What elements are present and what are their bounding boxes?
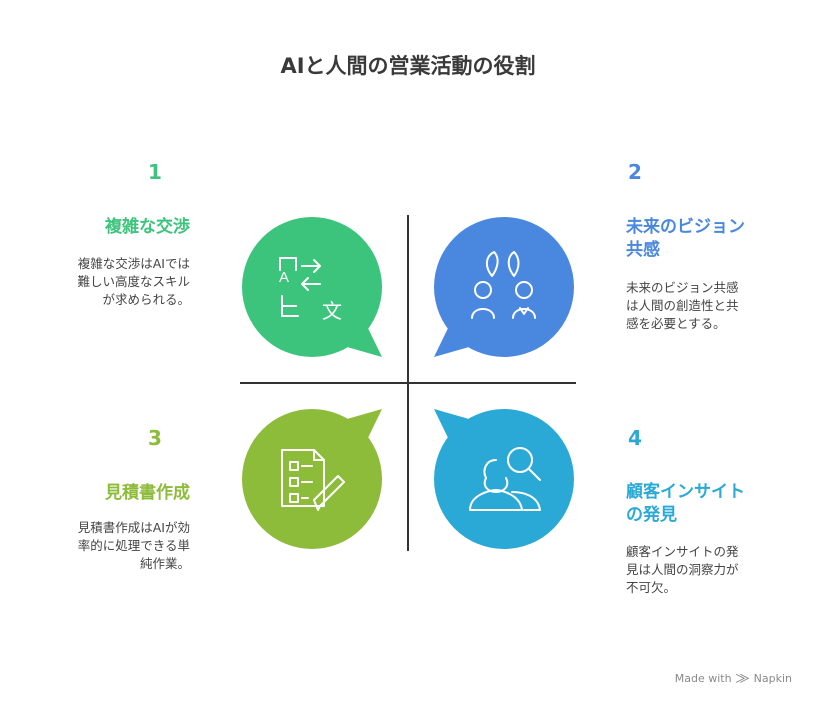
quadrant-2-title-line: 未来のビジョン (626, 217, 745, 237)
quadrant-4-title-line: 顧客インサイト (626, 482, 745, 502)
quadrant-1-title: 複雑な交渉 (40, 216, 190, 239)
quadrant-1-desc-line: が求められる。 (102, 292, 190, 307)
quadrant-1-desc-line: 難しい高度なスキル (77, 274, 190, 289)
document-edit-icon (281, 449, 345, 511)
quadrant-1-desc-line: 複雑な交渉はAIでは (77, 256, 190, 271)
people-search-icon (469, 447, 541, 511)
quadrant-2-desc-line: 感を必要とする。 (626, 316, 726, 331)
quadrant-3-title-line: 見積書作成 (105, 483, 190, 503)
diagram-title: AIと人間の営業活動の役割 (280, 54, 536, 78)
quadrant-4-title: 顧客インサイト の発見 (626, 481, 796, 527)
made-with-label: Made with (674, 672, 732, 685)
quadrant-3-title: 見積書作成 (40, 482, 190, 505)
quadrant-2-tail (434, 322, 476, 357)
quadrant-4-title-line: の発見 (626, 505, 677, 525)
quadrant-1-bubble: A 文 (242, 217, 382, 357)
quadrant-1-number: 1 (148, 160, 162, 184)
quadrant-3-description: 見積書作成はAIが効 率的に処理できる単 純作業。 (30, 519, 190, 573)
translate-icon: A 文 (279, 257, 342, 323)
quadrant-4-bubble (434, 409, 574, 549)
quadrant-2-desc-line: は人間の創造性と共 (626, 298, 739, 313)
quadrant-2-desc-line: 未来のビジョン共感 (626, 280, 739, 295)
napkin-brand: Napkin (753, 672, 792, 685)
quadrant-3-bubble (242, 409, 382, 549)
quadrant-2-circle (434, 217, 574, 357)
horizontal-axis (240, 382, 576, 384)
quadrant-1-tail (340, 322, 382, 357)
quadrant-3-circle (242, 409, 382, 549)
quadrant-4-circle (434, 409, 574, 549)
quadrant-4-description: 顧客インサイトの発 見は人間の洞察力が 不可欠。 (626, 543, 796, 597)
quadrant-2-description: 未来のビジョン共感 は人間の創造性と共 感を必要とする。 (626, 279, 796, 333)
quadrant-1-circle (242, 217, 382, 357)
quadrant-4-desc-line: 見は人間の洞察力が (626, 562, 739, 577)
quadrant-3-desc-line: 純作業。 (139, 556, 190, 571)
quadrant-4-desc-line: 顧客インサイトの発 (626, 544, 739, 559)
quadrant-2-title: 未来のビジョン 共感 (626, 216, 796, 262)
svg-text:文: 文 (322, 299, 342, 323)
quadrant-4-desc-line: 不可欠。 (626, 580, 677, 595)
footer-credit: Made with ⨠ Napkin (675, 671, 792, 686)
people-ideas-icon (471, 251, 536, 319)
quadrant-4-number: 4 (628, 426, 642, 450)
svg-text:A: A (279, 269, 289, 286)
quadrant-3-desc-line: 見積書作成はAIが効 (77, 520, 190, 535)
quadrant-1-description: 複雑な交渉はAIでは 難しい高度なスキル が求められる。 (30, 255, 190, 309)
quadrant-2-bubble (434, 217, 574, 357)
quadrant-3-tail (340, 409, 382, 444)
quadrant-3-desc-line: 率的に処理できる単 (77, 538, 190, 553)
quadrant-3-number: 3 (148, 426, 162, 450)
quadrant-1-title-line: 複雑な交渉 (105, 217, 190, 237)
napkin-logo-icon: ⨠ (735, 671, 750, 685)
quadrant-2-title-line: 共感 (626, 240, 660, 260)
quadrant-2-number: 2 (628, 160, 642, 184)
quadrant-4-tail (434, 409, 476, 444)
